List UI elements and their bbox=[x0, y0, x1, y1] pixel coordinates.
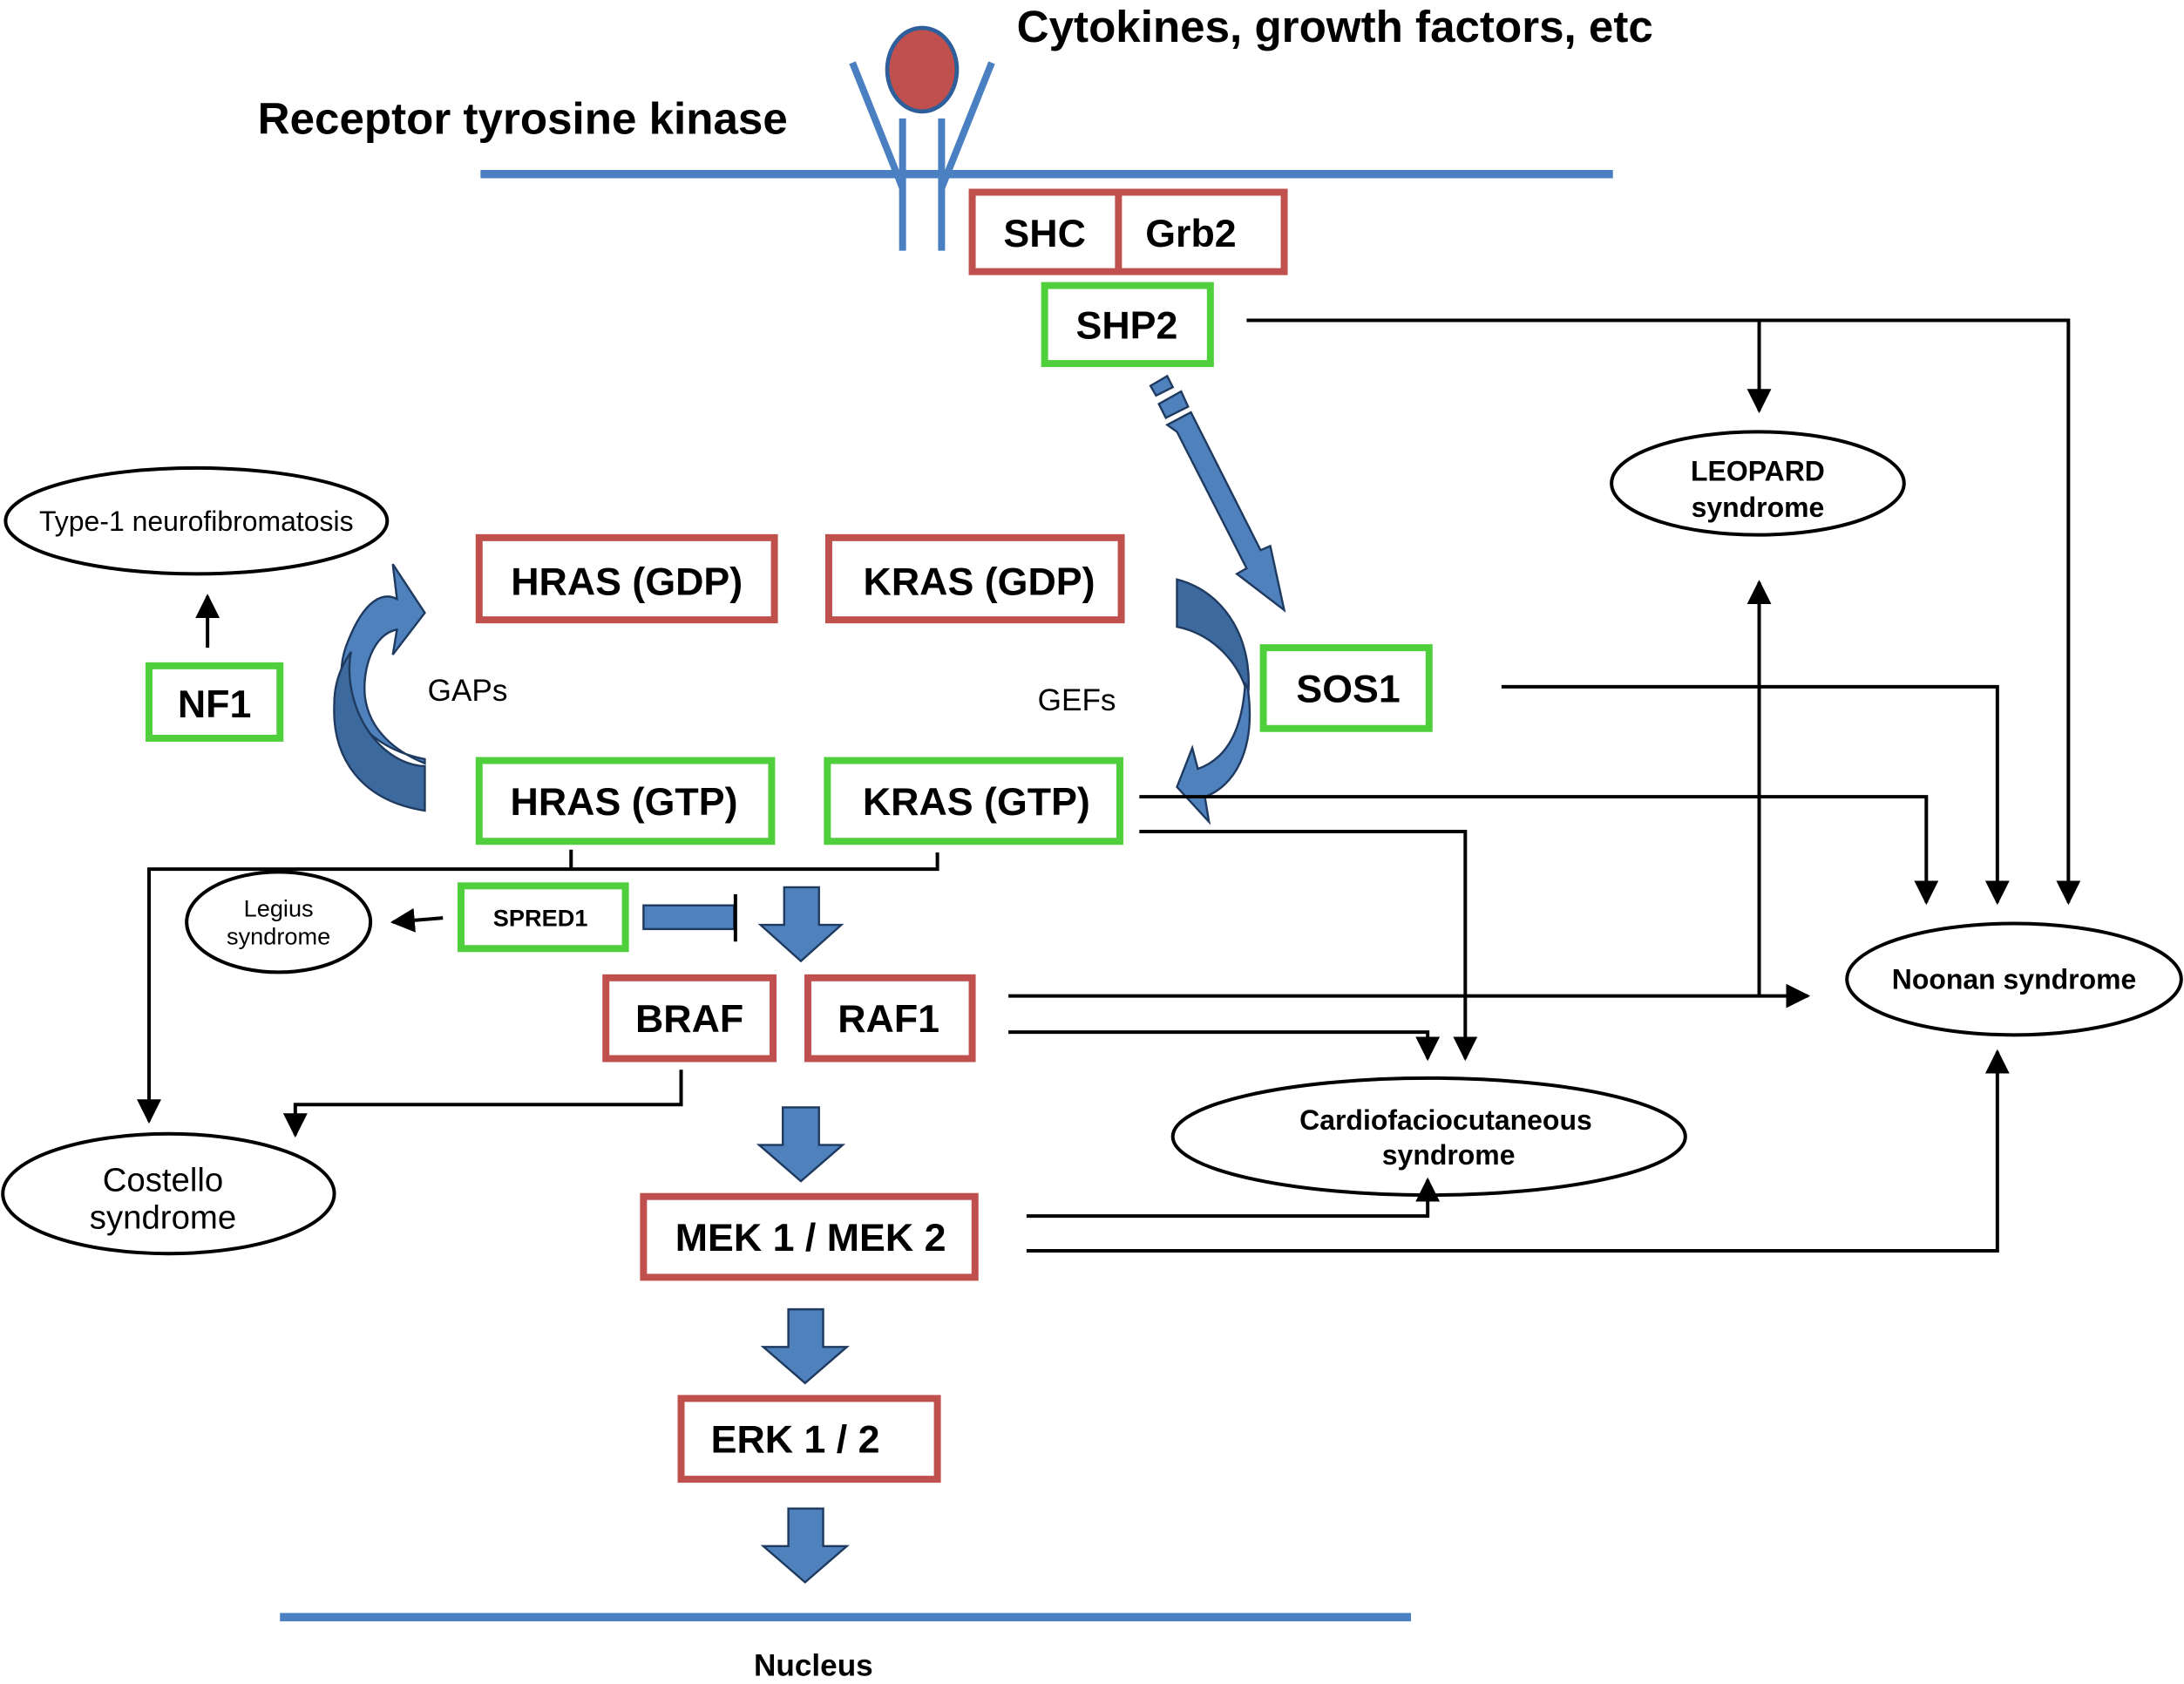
node-spred1[interactable]: SPRED1 bbox=[458, 882, 629, 953]
node-braf[interactable]: BRAF bbox=[602, 974, 777, 1063]
flow-arrow-2 bbox=[756, 1106, 846, 1183]
node-erk[interactable]: ERK 1 / 2 bbox=[677, 1395, 941, 1484]
node-nf1[interactable]: NF1 bbox=[146, 662, 284, 742]
braf-label: BRAF bbox=[635, 997, 743, 1041]
legius-syndrome[interactable]: Legius syndrome bbox=[185, 870, 373, 974]
gaps-cycle-arrow bbox=[333, 563, 426, 812]
kras-gdp-label: KRAS (GDP) bbox=[864, 560, 1095, 603]
flow-arrow-1 bbox=[757, 886, 844, 963]
nf1-disease-label: Type-1 neurofibromatosis bbox=[39, 506, 354, 537]
costello-label-2: syndrome bbox=[90, 1198, 236, 1236]
leopard-label-2: syndrome bbox=[1692, 492, 1825, 523]
shp2-to-sos1-arrow bbox=[1149, 374, 1286, 613]
raf1-to-cfc-line bbox=[1008, 1030, 1441, 1062]
hras-gtp-label: HRAS (GTP) bbox=[511, 780, 738, 824]
node-shp2[interactable]: SHP2 bbox=[1041, 282, 1214, 368]
costello-syndrome[interactable]: Costello syndrome bbox=[1, 1131, 336, 1256]
ras-to-costello-line bbox=[137, 852, 939, 1124]
gefs-cycle-arrow bbox=[1176, 578, 1251, 825]
shc-grb2-box bbox=[968, 188, 1288, 275]
cfc-label-2: syndrome bbox=[1382, 1139, 1516, 1171]
spred1-to-legius-line bbox=[390, 907, 444, 933]
hras-gdp-label: HRAS (GDP) bbox=[511, 560, 743, 603]
cytokines-label: Cytokines, growth factors, etc bbox=[1017, 2, 1653, 51]
braf-to-costello-line bbox=[282, 1069, 683, 1138]
node-kras-gdp[interactable]: KRAS (GDP) bbox=[824, 533, 1125, 624]
erk-label: ERK 1 / 2 bbox=[711, 1418, 880, 1462]
cardiofaciocutaneous-syndrome[interactable]: Cardiofaciocutaneous syndrome bbox=[1170, 1076, 1687, 1198]
receptor-icon bbox=[849, 25, 995, 251]
leopard-label-1: LEOPARD bbox=[1691, 455, 1825, 486]
mek-label: MEK 1 / MEK 2 bbox=[675, 1216, 946, 1260]
spred1-inhibition-icon bbox=[642, 893, 737, 942]
ligand-icon bbox=[885, 25, 960, 114]
kras-to-cfc-line bbox=[1139, 830, 1478, 1062]
shp2-to-noonan-line bbox=[1246, 318, 2081, 906]
spred1-label: SPRED1 bbox=[493, 905, 588, 932]
nf1-disease[interactable]: Type-1 neurofibromatosis bbox=[3, 465, 390, 576]
node-sos1[interactable]: SOS1 bbox=[1259, 644, 1433, 732]
kras-gtp-label: KRAS (GTP) bbox=[863, 780, 1090, 824]
nucleus-label: Nucleus bbox=[754, 1648, 873, 1682]
sos1-to-noonan-line bbox=[1501, 684, 2010, 906]
costello-label-1: Costello bbox=[103, 1161, 224, 1198]
shc-grb2-complex[interactable]: SHC Grb2 bbox=[968, 188, 1288, 275]
node-hras-gdp[interactable]: HRAS (GDP) bbox=[475, 533, 778, 624]
nf1-label: NF1 bbox=[178, 682, 252, 726]
gaps-label: GAPs bbox=[428, 674, 508, 708]
sos1-label: SOS1 bbox=[1296, 667, 1400, 710]
gefs-label: GEFs bbox=[1038, 683, 1116, 717]
shp2-label: SHP2 bbox=[1076, 303, 1178, 347]
shc-label: SHC bbox=[1003, 212, 1085, 255]
mek-to-noonan-line bbox=[1026, 1049, 2010, 1253]
raf1-label: RAF1 bbox=[838, 997, 939, 1041]
grb2-label: Grb2 bbox=[1145, 212, 1236, 255]
kras-to-noonan-line bbox=[1139, 795, 1939, 906]
flow-arrow-4 bbox=[760, 1507, 850, 1584]
flow-arrow-3 bbox=[760, 1307, 850, 1385]
noonan-label: Noonan syndrome bbox=[1892, 964, 2137, 995]
mek-to-cfc-line bbox=[1026, 1177, 1441, 1219]
node-kras-gtp[interactable]: KRAS (GTP) bbox=[824, 757, 1123, 845]
leopard-syndrome[interactable]: LEOPARD syndrome bbox=[1610, 430, 1906, 537]
node-mek[interactable]: MEK 1 / MEK 2 bbox=[640, 1192, 979, 1281]
legius-label-2: syndrome bbox=[227, 922, 330, 949]
shp2-box bbox=[1041, 282, 1214, 368]
noonan-syndrome[interactable]: Noonan syndrome bbox=[1845, 921, 2183, 1037]
node-raf1[interactable]: RAF1 bbox=[804, 974, 976, 1063]
receptor-label: Receptor tyrosine kinase bbox=[258, 93, 788, 143]
cfc-label-1: Cardiofaciocutaneous bbox=[1299, 1104, 1592, 1136]
node-hras-gtp[interactable]: HRAS (GTP) bbox=[475, 757, 776, 845]
legius-label-1: Legius bbox=[244, 894, 314, 921]
